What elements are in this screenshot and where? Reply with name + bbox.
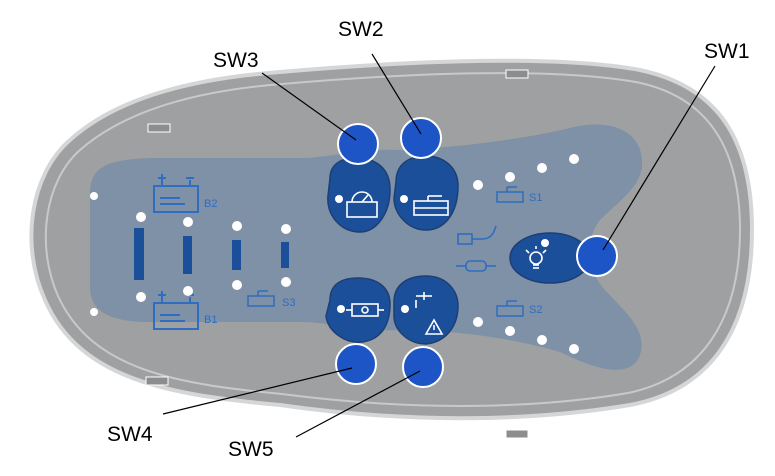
rim-tab [145, 376, 169, 386]
rim-tab [505, 69, 529, 79]
level-bars [134, 228, 289, 280]
sw2-key[interactable] [393, 155, 459, 231]
b2-label: B2 [204, 198, 217, 210]
sw3-key[interactable] [327, 156, 391, 233]
rim-tab [505, 429, 529, 439]
light-bulb-icon [525, 246, 547, 269]
sw5-callout: SW5 [228, 438, 274, 461]
sw5-button[interactable] [402, 346, 444, 388]
b1-label: B1 [204, 314, 217, 326]
battery-b1-icon [153, 291, 199, 330]
sw2-leader-line [371, 53, 422, 135]
s1-label: S1 [529, 192, 542, 204]
tank-s1-icon [496, 186, 524, 203]
sw2-button[interactable] [400, 117, 442, 159]
water-tap-warning-icon [415, 292, 444, 335]
sw4-button[interactable] [335, 343, 377, 385]
panel-face [90, 124, 643, 370]
sw3-callout: SW3 [213, 49, 259, 72]
sw1-leader-line [602, 65, 716, 251]
sw1-key[interactable] [509, 232, 591, 284]
sw4-leader-line [162, 367, 353, 415]
s2-label: S2 [529, 304, 542, 316]
tank-s2-icon [496, 300, 524, 317]
tank-icon [413, 195, 449, 216]
sw1-button[interactable] [576, 235, 618, 277]
tank-s3-icon [247, 290, 275, 307]
led-indicators-left [90, 192, 291, 316]
led-indicators-right [473, 154, 579, 354]
panel-housing-inner-rim [44, 72, 742, 407]
sw3-leader-line [261, 72, 357, 141]
sw2-callout: SW2 [338, 18, 384, 41]
sw4-key[interactable] [325, 277, 391, 343]
plug-icon [457, 225, 497, 245]
fuse-icon [456, 260, 496, 272]
pump-icon [346, 303, 384, 317]
sw3-button[interactable] [337, 123, 379, 165]
rim-tab [147, 123, 171, 133]
battery-b2-icon [153, 174, 199, 213]
sw1-callout: SW1 [704, 40, 750, 63]
s3-label: S3 [282, 297, 295, 309]
battery-gauge-icon [346, 191, 378, 218]
sw5-leader-line [295, 370, 421, 438]
sw4-callout: SW4 [107, 423, 153, 446]
sw5-key[interactable] [393, 275, 459, 345]
